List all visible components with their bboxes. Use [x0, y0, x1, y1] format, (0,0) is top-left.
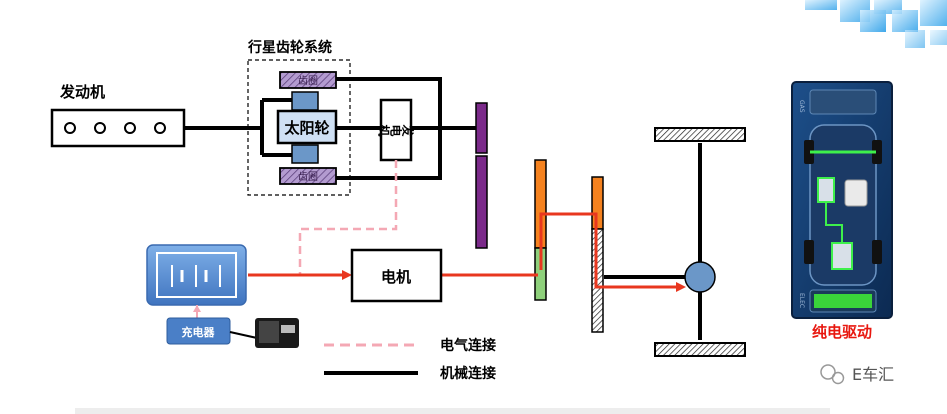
charger-label: 充电器 [182, 325, 216, 339]
motor [350, 248, 443, 303]
planet-gear-bottom [291, 144, 319, 164]
bottom-bar [75, 408, 830, 414]
dash-elec-label: ELEC [798, 293, 805, 308]
decorative-cubes [805, 0, 947, 48]
motor-label: 电机 [381, 268, 411, 286]
charger-cable [229, 331, 258, 339]
engine-label: 发动机 [59, 83, 105, 101]
legend-mechanical-label: 机械连接 [440, 365, 496, 382]
purple-gear-lower [475, 155, 488, 249]
sun-gear [276, 109, 338, 145]
ring-gear-bottom-label: 齿圈 [298, 171, 318, 183]
wheel-top [654, 127, 746, 142]
wheel-bottom [654, 342, 746, 357]
differential [684, 261, 716, 293]
sun-gear-label: 太阳轮 [284, 119, 329, 137]
charger-box [166, 317, 231, 345]
dash-gas-label: GAS [798, 100, 805, 113]
mechanical-links [184, 77, 702, 340]
generator-label: 发电机 [377, 123, 415, 137]
ring-gear-bottom [279, 167, 337, 185]
electrical-link-generator [298, 160, 398, 275]
legend-electrical-label: 电气连接 [440, 337, 496, 354]
dashboard-panel: GAS ELEC [791, 81, 893, 319]
mode-label: 纯电驱动 [812, 323, 872, 341]
battery [146, 244, 247, 306]
purple-gear-upper [475, 102, 488, 154]
power-flow [248, 212, 680, 289]
planetary-system-label: 行星齿轮系统 [247, 39, 332, 56]
watermark-text: E车汇 [852, 365, 894, 384]
power-flow-arrow-motor [342, 270, 352, 280]
ring-gear-top [279, 71, 337, 89]
charger-arrow [193, 305, 201, 312]
power-flow-arrow-diff [676, 282, 686, 292]
engine [50, 108, 186, 148]
ring-gear-top-label: 齿圈 [298, 75, 318, 87]
planet-gear-top [291, 91, 319, 111]
watermark: E车汇 [820, 364, 894, 385]
charger-device-icon [255, 318, 299, 348]
